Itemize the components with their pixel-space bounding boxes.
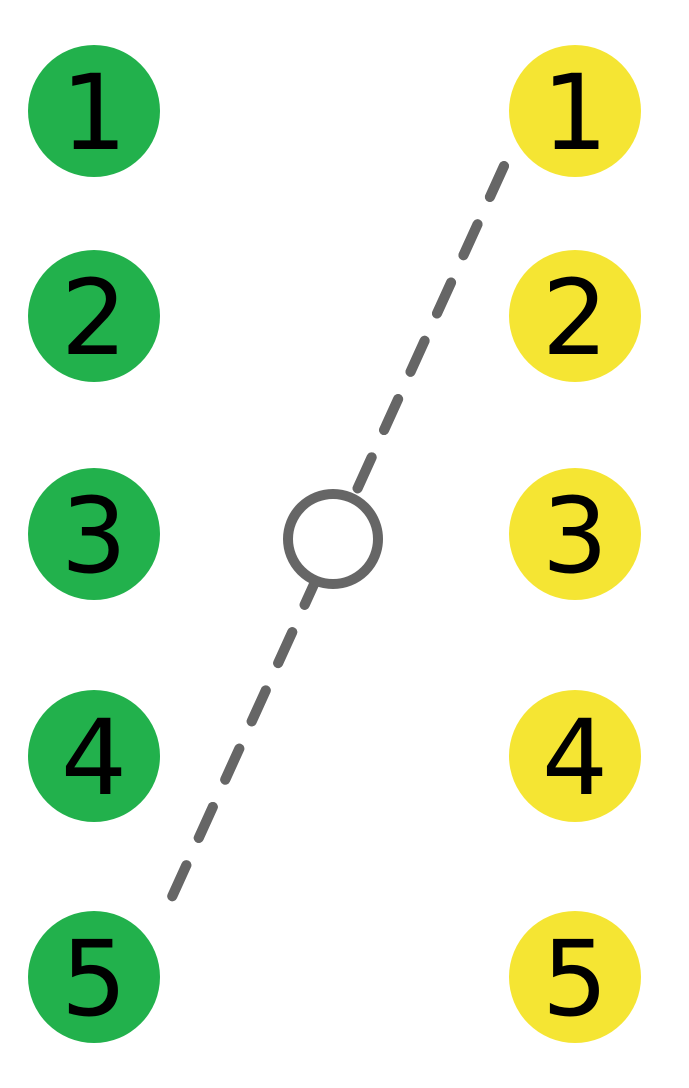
node-green-1-circle[interactable] <box>28 45 160 177</box>
node-yellow-2-label: 2 <box>542 257 608 379</box>
node-green-3-circle[interactable] <box>28 468 160 600</box>
node-green-1[interactable]: 1 <box>28 45 160 177</box>
node-yellow-1-circle[interactable] <box>509 45 641 177</box>
node-green-1-label: 1 <box>61 52 127 174</box>
node-green-3[interactable]: 3 <box>28 468 160 600</box>
node-green-3-label: 3 <box>61 475 127 597</box>
node-yellow-3[interactable]: 3 <box>509 468 641 600</box>
yellow-column: 1 2 3 4 5 <box>509 45 641 1043</box>
center-hub-circle[interactable] <box>283 489 383 589</box>
node-green-4[interactable]: 4 <box>28 690 160 822</box>
node-green-4-circle[interactable] <box>28 690 160 822</box>
node-yellow-5[interactable]: 5 <box>509 911 641 1043</box>
node-green-5-circle[interactable] <box>28 911 160 1043</box>
node-green-2-label: 2 <box>61 257 127 379</box>
node-yellow-5-circle[interactable] <box>509 911 641 1043</box>
node-yellow-4-label: 4 <box>542 697 608 819</box>
node-yellow-4[interactable]: 4 <box>509 690 641 822</box>
node-yellow-4-circle[interactable] <box>509 690 641 822</box>
node-yellow-2[interactable]: 2 <box>509 250 641 382</box>
green-column: 1 2 3 4 5 <box>28 45 160 1043</box>
node-green-5[interactable]: 5 <box>28 911 160 1043</box>
node-green-2-circle[interactable] <box>28 250 160 382</box>
node-yellow-3-circle[interactable] <box>509 468 641 600</box>
node-green-4-label: 4 <box>61 697 127 819</box>
node-yellow-3-label: 3 <box>542 475 608 597</box>
node-yellow-2-circle[interactable] <box>509 250 641 382</box>
node-green-2[interactable]: 2 <box>28 250 160 382</box>
node-yellow-1-label: 1 <box>542 52 608 174</box>
center-hub[interactable] <box>283 489 383 589</box>
node-yellow-1[interactable]: 1 <box>509 45 641 177</box>
node-green-5-label: 5 <box>61 918 127 1040</box>
node-yellow-5-label: 5 <box>542 918 608 1040</box>
